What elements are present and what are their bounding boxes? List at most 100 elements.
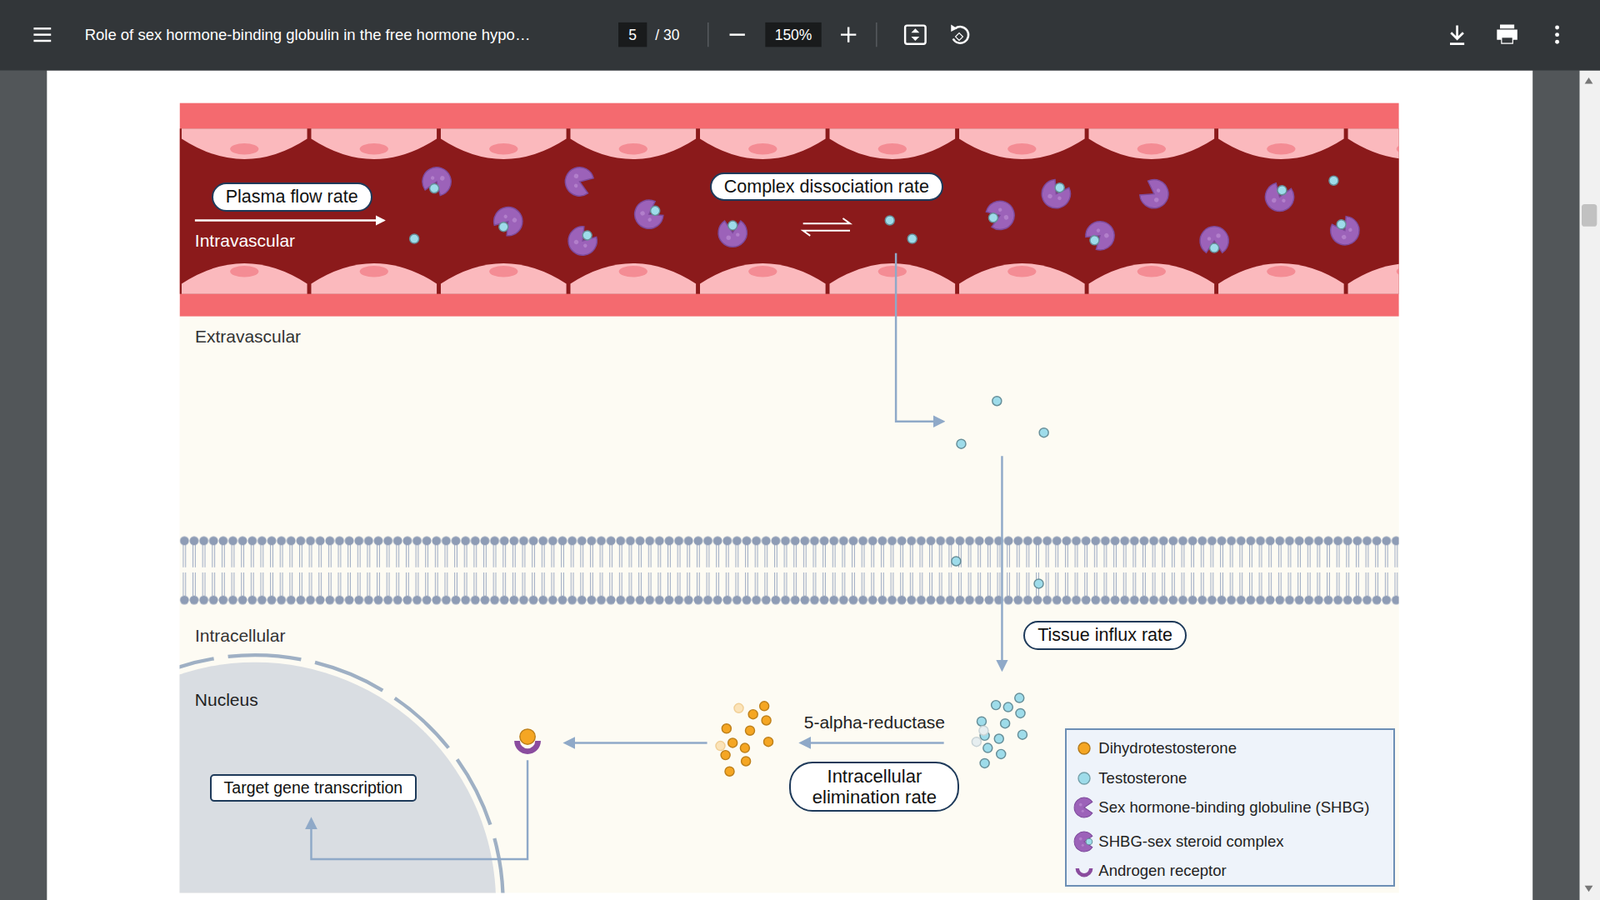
shbg-texture <box>511 216 519 224</box>
hormone-dot <box>956 439 966 449</box>
legend-swatch <box>1073 767 1095 790</box>
endothelial-cell <box>310 263 437 295</box>
endothelial-cell <box>1089 128 1215 160</box>
testosterone <box>987 211 1000 224</box>
shbg-texture <box>582 243 588 249</box>
hormone-dot <box>983 743 993 753</box>
legend-swatch-dot <box>1078 742 1090 755</box>
hormone-dot <box>715 741 725 751</box>
page-number: 5 <box>628 25 637 44</box>
endothelial-cell <box>181 263 308 295</box>
rate-box: Plasma flow rate <box>211 182 373 212</box>
shbg-body <box>1136 175 1174 214</box>
endothelial-cell <box>1348 263 1400 295</box>
endothelial-cell <box>959 128 1085 160</box>
shbg-complex <box>1326 213 1365 250</box>
cell-nucleus <box>1137 265 1166 277</box>
cell-nucleus <box>1396 265 1400 277</box>
shbg-complex <box>1261 180 1298 215</box>
legend-row: SHBG-sex steroid complex <box>1066 829 1284 855</box>
hormone-dot <box>951 556 961 566</box>
shbg-texture <box>1081 843 1085 846</box>
page-number-box <box>618 22 647 47</box>
endothelial-cell <box>700 128 826 160</box>
shbg-complex <box>629 195 666 234</box>
endothelial-cell <box>830 128 956 160</box>
cell-nucleus <box>360 265 389 277</box>
shbg-texture <box>1340 234 1347 240</box>
endothelial-cell <box>959 263 1085 295</box>
separator <box>875 22 877 47</box>
region-label: Extravascular <box>195 326 301 347</box>
scrollbar-track <box>1580 70 1600 900</box>
shbg-complex <box>562 222 601 261</box>
shbg-texture <box>1155 188 1161 194</box>
hormone-dot <box>1017 730 1027 740</box>
cell-nucleus <box>1137 143 1166 155</box>
zoom-level: 150% <box>775 25 813 44</box>
endothelial-cell <box>570 128 696 160</box>
cell-nucleus <box>878 265 907 277</box>
box-label: Plasma flow rate <box>225 186 359 208</box>
shbg <box>561 163 596 200</box>
endothelial-cell <box>440 263 567 295</box>
hormone-dot <box>764 737 774 747</box>
hormone-dot <box>410 234 420 244</box>
shbg-body <box>419 163 455 198</box>
cell-nucleus <box>1396 143 1400 155</box>
legend-text: Dihydrotestosterone <box>1098 739 1237 758</box>
shbg-texture <box>1056 195 1062 201</box>
rate-box: Complex dissociation rate <box>710 172 944 202</box>
hormone-dot <box>971 737 981 747</box>
shbg-body <box>984 196 1019 233</box>
scroll-down-arrow <box>1585 885 1594 892</box>
legend-row: Sex hormone-binding globuline (SHBG) <box>1066 795 1370 820</box>
shbg-texture <box>647 217 653 223</box>
document-title: Role of sex hormone-binding globulin in … <box>85 25 531 45</box>
hormone-dot <box>745 725 755 735</box>
shbg-complex <box>1036 176 1075 214</box>
testosterone <box>1210 243 1220 253</box>
shbg-texture <box>1079 803 1083 807</box>
shbg-body <box>1074 797 1093 818</box>
legend-swatch <box>1073 737 1095 760</box>
shbg-body <box>562 222 601 261</box>
hormone-dot <box>1039 428 1049 438</box>
cell-membrane <box>180 533 1400 607</box>
flow-arrow <box>895 253 943 422</box>
shbg-texture <box>1153 196 1160 203</box>
endothelial-cell <box>1218 128 1345 160</box>
endothelial-cell <box>1348 128 1400 160</box>
enzyme-label: 5-alpha-reductase <box>804 712 945 733</box>
hormone-dot <box>1003 702 1013 712</box>
shbg-texture <box>573 173 580 180</box>
shbg-texture <box>997 207 1003 213</box>
scroll-up-arrow <box>1585 77 1594 84</box>
cell-nucleus <box>230 143 259 155</box>
hormone-dot <box>740 743 750 753</box>
process-box: Target gene transcription <box>210 774 418 801</box>
legend-row: Androgen receptor <box>1066 858 1226 884</box>
hormone-dot <box>734 703 744 713</box>
shbg-texture <box>735 232 740 236</box>
shbg-texture <box>1281 198 1287 204</box>
cell-nucleus <box>1266 265 1295 277</box>
cell-nucleus <box>1007 265 1036 277</box>
hormone-dot <box>720 750 730 760</box>
more-icon <box>1555 40 1560 45</box>
zoom-box <box>765 22 821 47</box>
legend-text: Sex hormone-binding globuline (SHBG) <box>1098 798 1370 817</box>
legend-box: DihydrotestosteroneTestosteroneSex hormo… <box>1065 728 1395 887</box>
pdf-page <box>46 70 1533 900</box>
legend-swatch <box>1073 860 1095 882</box>
shbg-body <box>1326 213 1365 250</box>
hormone-dot <box>980 758 990 768</box>
endothelial-cell <box>440 128 567 160</box>
zoom-in-icon <box>840 26 856 42</box>
scrollbar-thumb <box>1581 204 1597 227</box>
shbg-texture <box>1270 197 1277 204</box>
shbg-texture <box>1079 836 1083 840</box>
hormone-dot <box>1034 579 1044 589</box>
cell-nucleus <box>230 265 259 277</box>
